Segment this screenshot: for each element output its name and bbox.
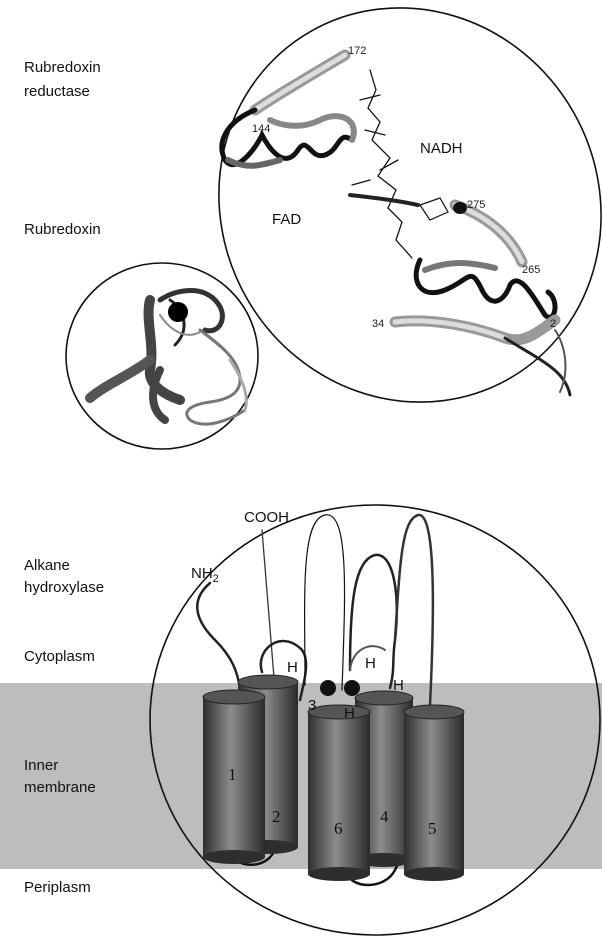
rubredoxin-label: Rubredoxin [24, 221, 101, 238]
helix-5-label: 5 [428, 819, 437, 838]
histidine-label-3: H [393, 677, 404, 694]
residue-2: 2 [550, 318, 556, 330]
alkane-label-line2: hydroxylase [24, 579, 104, 596]
helix-6-label: 6 [334, 819, 343, 838]
histidine-label-1: H [287, 659, 298, 676]
alkane-label-line1: Alkane [24, 557, 70, 574]
diiron-atom-2 [344, 680, 360, 696]
inner-membrane-band [0, 683, 602, 869]
residue-265: 265 [522, 264, 540, 276]
fad-label: FAD [272, 211, 301, 228]
residue-172: 172 [348, 45, 366, 57]
nadh-label: NADH [420, 140, 463, 157]
reductase-label-line2: reductase [24, 83, 90, 100]
helix-5 [404, 705, 464, 881]
helix-2-label: 2 [272, 807, 281, 826]
helix-3-label: 3 [308, 697, 316, 714]
iron-atom [168, 302, 188, 322]
diiron-atom-1 [320, 680, 336, 696]
periplasm-label: Periplasm [24, 879, 91, 896]
histidine-label-4: H [344, 705, 355, 722]
cooh-label: COOH [244, 509, 289, 526]
helix-4-label: 4 [380, 807, 389, 826]
nh2-label: NH2 [191, 565, 219, 585]
residue-275: 275 [467, 199, 485, 211]
residue-144: 144 [252, 123, 270, 135]
membrane-label-line1: Inner [24, 757, 58, 774]
membrane-label-line2: membrane [24, 779, 96, 796]
helix-cylinders [203, 675, 464, 881]
helix-6 [308, 705, 370, 881]
helix-1-label: 1 [228, 765, 237, 784]
histidine-label-2: H [365, 655, 376, 672]
residue-34: 34 [372, 318, 384, 330]
cytoplasm-label: Cytoplasm [24, 648, 95, 665]
reductase-label-line1: Rubredoxin [24, 59, 101, 76]
reductase-blob [453, 202, 467, 214]
